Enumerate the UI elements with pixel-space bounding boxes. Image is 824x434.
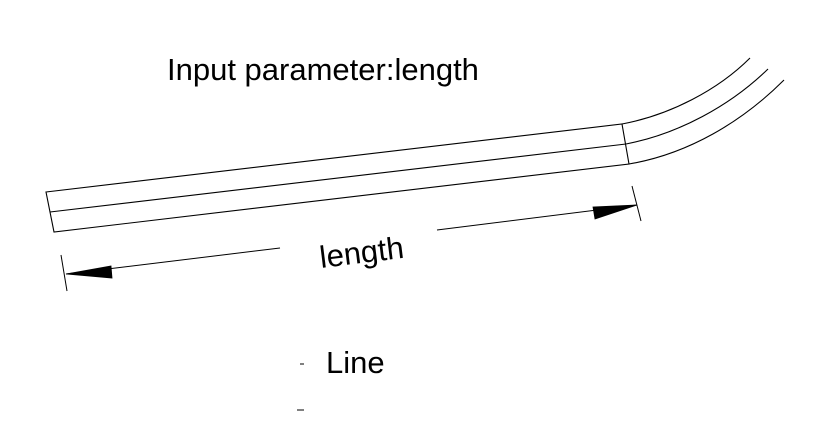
straight-pipe-segment (45, 123, 630, 233)
dimension-extension-line-right (631, 185, 642, 222)
dimension-arrowhead-right (592, 204, 638, 220)
curved-pipe-inner-edge (628, 79, 785, 165)
dimension-extension-line-left (60, 254, 68, 292)
diagram-caption: Line (326, 345, 385, 380)
length-dimension: length (60, 185, 642, 292)
straight-pipe-centerline (49, 143, 627, 213)
diagram-title: Input parameter:length (167, 52, 479, 87)
dimension-arrowhead-left (65, 265, 113, 279)
curved-pipe-centerline (625, 68, 769, 145)
stray-marks (297, 363, 304, 411)
dimension-label: length (318, 230, 406, 275)
curved-pipe-segment (621, 57, 785, 165)
curved-pipe-outer-edge (621, 57, 751, 125)
